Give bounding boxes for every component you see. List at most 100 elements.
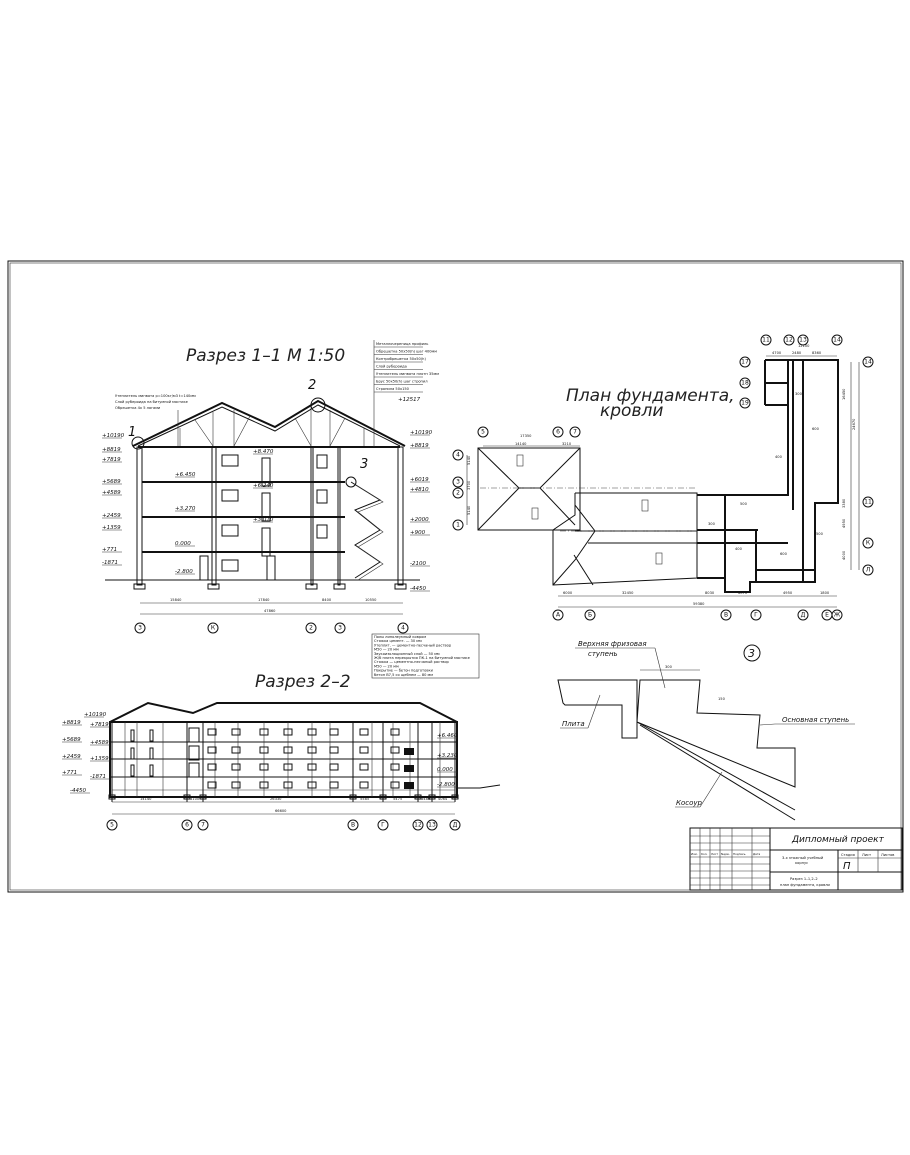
note-line: Обрешетка 4x 5 лагами: [115, 406, 161, 410]
note-line: Металлочерепица профиль: [376, 342, 428, 346]
foundation-walls: [697, 359, 839, 593]
door: [261, 527, 271, 557]
window: [207, 781, 217, 789]
elevation-mark: +1359: [90, 756, 109, 762]
label-main-step: Основная ступень: [782, 716, 849, 724]
plan-total-dimension: 59380: [693, 602, 705, 606]
elevation-mark: +5689: [102, 479, 121, 485]
dimension-value: 16450: [842, 388, 846, 400]
axis-circle: [426, 819, 438, 831]
stage-header: Стадия: [841, 853, 855, 857]
elevation-mark: -2.800: [437, 782, 455, 788]
section-2-title: Разрез 2–2: [255, 672, 351, 692]
footing: [451, 794, 459, 800]
stair-flight: [404, 782, 414, 789]
axis-label: 13: [799, 337, 807, 344]
axis-circle: [305, 622, 317, 634]
roof-drain-marks: [516, 454, 663, 565]
left-elevation-marks: +10190+8819+7819+5689+4589+2459+1359+771…: [102, 433, 125, 566]
note-line: Контробрешетка 50x50(h): [376, 357, 426, 361]
dimension-value: 8360: [812, 351, 822, 355]
axis-label: Д: [453, 822, 458, 829]
axis-label: 7: [201, 822, 205, 829]
note-line: Покрытие — бетон подготовки: [374, 669, 434, 673]
window: [283, 728, 293, 736]
window: [231, 728, 241, 736]
axis-label: 3: [138, 625, 142, 632]
note-line: Утеплитель минвата плотн 35мм: [376, 372, 439, 376]
callout-label-1: 1: [128, 425, 136, 440]
dimension-value: 32450: [622, 591, 634, 595]
sheet-header: Лист: [862, 853, 871, 857]
footing: [349, 794, 357, 800]
axis-circle: [452, 519, 464, 531]
dimension-value: 8030: [705, 591, 715, 595]
dimension-value: 15840: [170, 598, 182, 602]
elevation-mark: +6.460: [437, 733, 458, 739]
dimension-value: 17840: [258, 598, 270, 602]
step-section: [636, 679, 796, 788]
window: [390, 781, 400, 789]
elevation-mark: +10190: [102, 433, 125, 439]
roof-block-corridor: [552, 492, 698, 586]
window: [359, 763, 369, 771]
door: [130, 764, 135, 777]
window: [307, 746, 317, 754]
note-line: Ж/б плита перекрытия ПК-1 на битумной ма…: [374, 656, 471, 660]
dimension-value: 10550: [365, 598, 377, 602]
dimension-value: 14140: [140, 797, 152, 801]
dimension-value: 3100: [190, 797, 200, 801]
wall-mark: 600: [780, 552, 788, 556]
axis-label: Г: [381, 822, 385, 829]
axis-circle: [477, 426, 489, 438]
window: [231, 763, 241, 771]
note-line: Звукоизоляционный слой — 50 мм: [374, 652, 440, 656]
window: [221, 489, 239, 502]
window: [231, 781, 241, 789]
floor-level-marks: +8.470+6.450+6.240+3.270+3.0100.000-2.80…: [175, 449, 274, 575]
callout-label-2: 2: [308, 378, 316, 393]
window: [259, 728, 269, 736]
door: [149, 764, 154, 777]
window: [359, 781, 369, 789]
stair-window: [188, 727, 200, 743]
axis-label: В: [351, 822, 355, 829]
axis-circle: [207, 622, 219, 634]
wall-mark: 300: [795, 392, 803, 396]
elevation-mark: +8819: [410, 443, 429, 449]
elevation-mark: -2.800: [175, 569, 193, 575]
section-2-total-dimension: 66600: [275, 809, 287, 813]
building-name-1: 3-х этажный учебный: [782, 856, 824, 860]
roof-top-mark: +12517: [398, 397, 421, 403]
axis-circle: [862, 496, 874, 508]
axis-circle: [750, 609, 762, 621]
dimension-value: 17350: [520, 434, 532, 438]
label-top-step-1: Верхняя фризовая: [578, 640, 647, 648]
axis-circle: [797, 609, 809, 621]
wall-mark: 300: [708, 522, 716, 526]
note-line: Полы линолеумный ковром: [374, 635, 426, 639]
axis-circle: [760, 334, 772, 346]
axis-circle: [412, 819, 424, 831]
elevation-mark: +10190: [410, 430, 433, 436]
elevation-mark: +10190: [84, 712, 107, 718]
elevation-mark: +8819: [102, 447, 121, 453]
axis-label: В: [724, 612, 728, 619]
window: [307, 763, 317, 771]
walls: [133, 446, 407, 590]
axis-circle: [797, 334, 809, 346]
dimension-value: 3210: [562, 442, 572, 446]
elevation-mark: +771: [102, 547, 117, 553]
axis-label: 17: [741, 359, 749, 366]
elevation-mark: +8.470: [253, 449, 274, 455]
axis-label: Е: [825, 612, 829, 619]
dimension-value: 3380: [842, 498, 846, 508]
axis-label: 2: [309, 625, 313, 632]
dimension-value: 14140: [515, 442, 527, 446]
axis-label: 11: [864, 499, 872, 506]
elevation-mark: +6.240: [253, 483, 274, 489]
axis-label: К: [866, 540, 871, 547]
